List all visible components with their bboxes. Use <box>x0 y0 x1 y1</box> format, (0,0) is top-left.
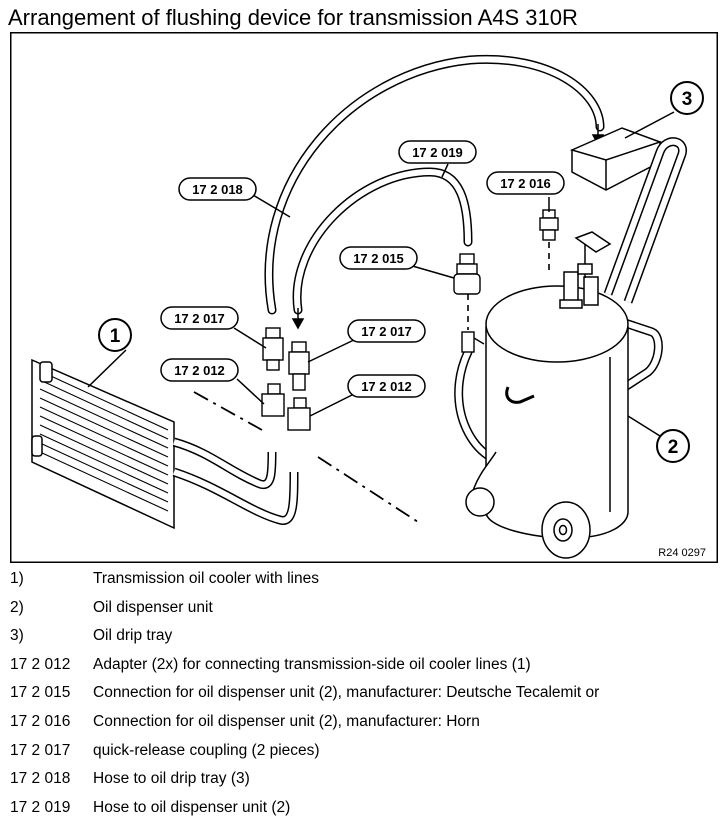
legend-item: 17 2 012 Adapter (2x) for connecting tran… <box>10 654 718 683</box>
legend-description: quick-release coupling (2 pieces) <box>93 741 320 759</box>
legend-description: Connection for oil dispenser unit (2), m… <box>93 684 600 702</box>
callout-3-text: 3 <box>682 89 693 110</box>
label-172017-right-text: 17 2 017 <box>361 324 412 339</box>
label-172017-right: 17 2 017 <box>347 319 426 343</box>
legend-key: 1) <box>10 570 24 587</box>
couplings-drawing <box>261 209 559 431</box>
legend-key: 17 2 018 <box>10 770 71 788</box>
callout-3: 3 <box>670 81 704 115</box>
label-172018: 17 2 018 <box>178 177 257 201</box>
callout-1: 1 <box>98 318 132 352</box>
label-172015-text: 17 2 015 <box>353 251 404 266</box>
legend-list: 1) Transmission oil cooler with lines 2) O… <box>10 568 718 825</box>
label-172015: 17 2 015 <box>339 246 418 270</box>
legend-item: 1) Transmission oil cooler with lines <box>10 568 718 597</box>
legend-description: Hose to oil drip tray (3) <box>93 770 250 788</box>
legend-description: Oil drip tray <box>93 627 173 645</box>
label-172019-text: 17 2 019 <box>412 145 463 160</box>
label-172012-right: 17 2 012 <box>347 374 426 398</box>
label-172012-left: 17 2 012 <box>160 358 239 382</box>
legend-description: Adapter (2x) for connecting transmission… <box>93 655 531 673</box>
legend-key: 17 2 016 <box>10 712 71 730</box>
legend-key: 2) <box>10 598 24 616</box>
label-172017-left: 17 2 017 <box>160 306 239 330</box>
label-172019: 17 2 019 <box>398 140 477 164</box>
label-172018-text: 17 2 018 <box>192 182 243 197</box>
callout-2-text: 2 <box>668 437 679 458</box>
callout-2: 2 <box>656 429 690 463</box>
legend-description: Oil dispenser unit <box>93 598 213 616</box>
legend-item: 2) Oil dispenser unit <box>10 597 718 626</box>
legend-item: 17 2 017 quick-release coupling (2 pieces… <box>10 740 718 769</box>
legend-key: 17 2 017 <box>10 741 71 759</box>
figure-reference: R24 0297 <box>658 547 706 559</box>
legend-description: Hose to oil dispenser unit (2) <box>93 798 291 816</box>
legend-description: Connection for oil dispenser unit (2), m… <box>93 712 480 730</box>
legend-key: 17 2 012 <box>10 655 71 673</box>
oil-cooler-drawing <box>31 358 299 530</box>
label-172017-left-text: 17 2 017 <box>174 311 225 326</box>
legend-key: 17 2 015 <box>10 684 71 702</box>
label-172016-text: 17 2 016 <box>500 176 551 191</box>
label-172016: 17 2 016 <box>486 171 565 195</box>
legend-item: 3) Oil drip tray <box>10 625 718 654</box>
legend-item: 17 2 016 Connection for oil dispenser uni… <box>10 711 718 740</box>
legend-item: 17 2 018 Hose to oil drip tray (3) <box>10 768 718 797</box>
page-title: Arrangement of flushing device for trans… <box>8 5 578 30</box>
flushing-device-diagram: 1 2 3 17 2 018 17 2 019 17 2 016 17 2 01… <box>10 32 718 563</box>
legend-item: 17 2 019 Hose to oil dispenser unit (2) <box>10 797 718 826</box>
oil-dispenser-drawing <box>465 137 687 559</box>
oil-drip-tray-drawing <box>569 127 663 191</box>
callout-1-text: 1 <box>110 326 121 347</box>
legend-description: Transmission oil cooler with lines <box>93 570 319 587</box>
label-172012-right-text: 17 2 012 <box>361 379 412 394</box>
legend-key: 3) <box>10 627 24 645</box>
legend-item: 17 2 015 Connection for oil dispenser uni… <box>10 682 718 711</box>
legend-key: 17 2 019 <box>10 798 71 816</box>
label-172012-left-text: 17 2 012 <box>174 363 225 378</box>
